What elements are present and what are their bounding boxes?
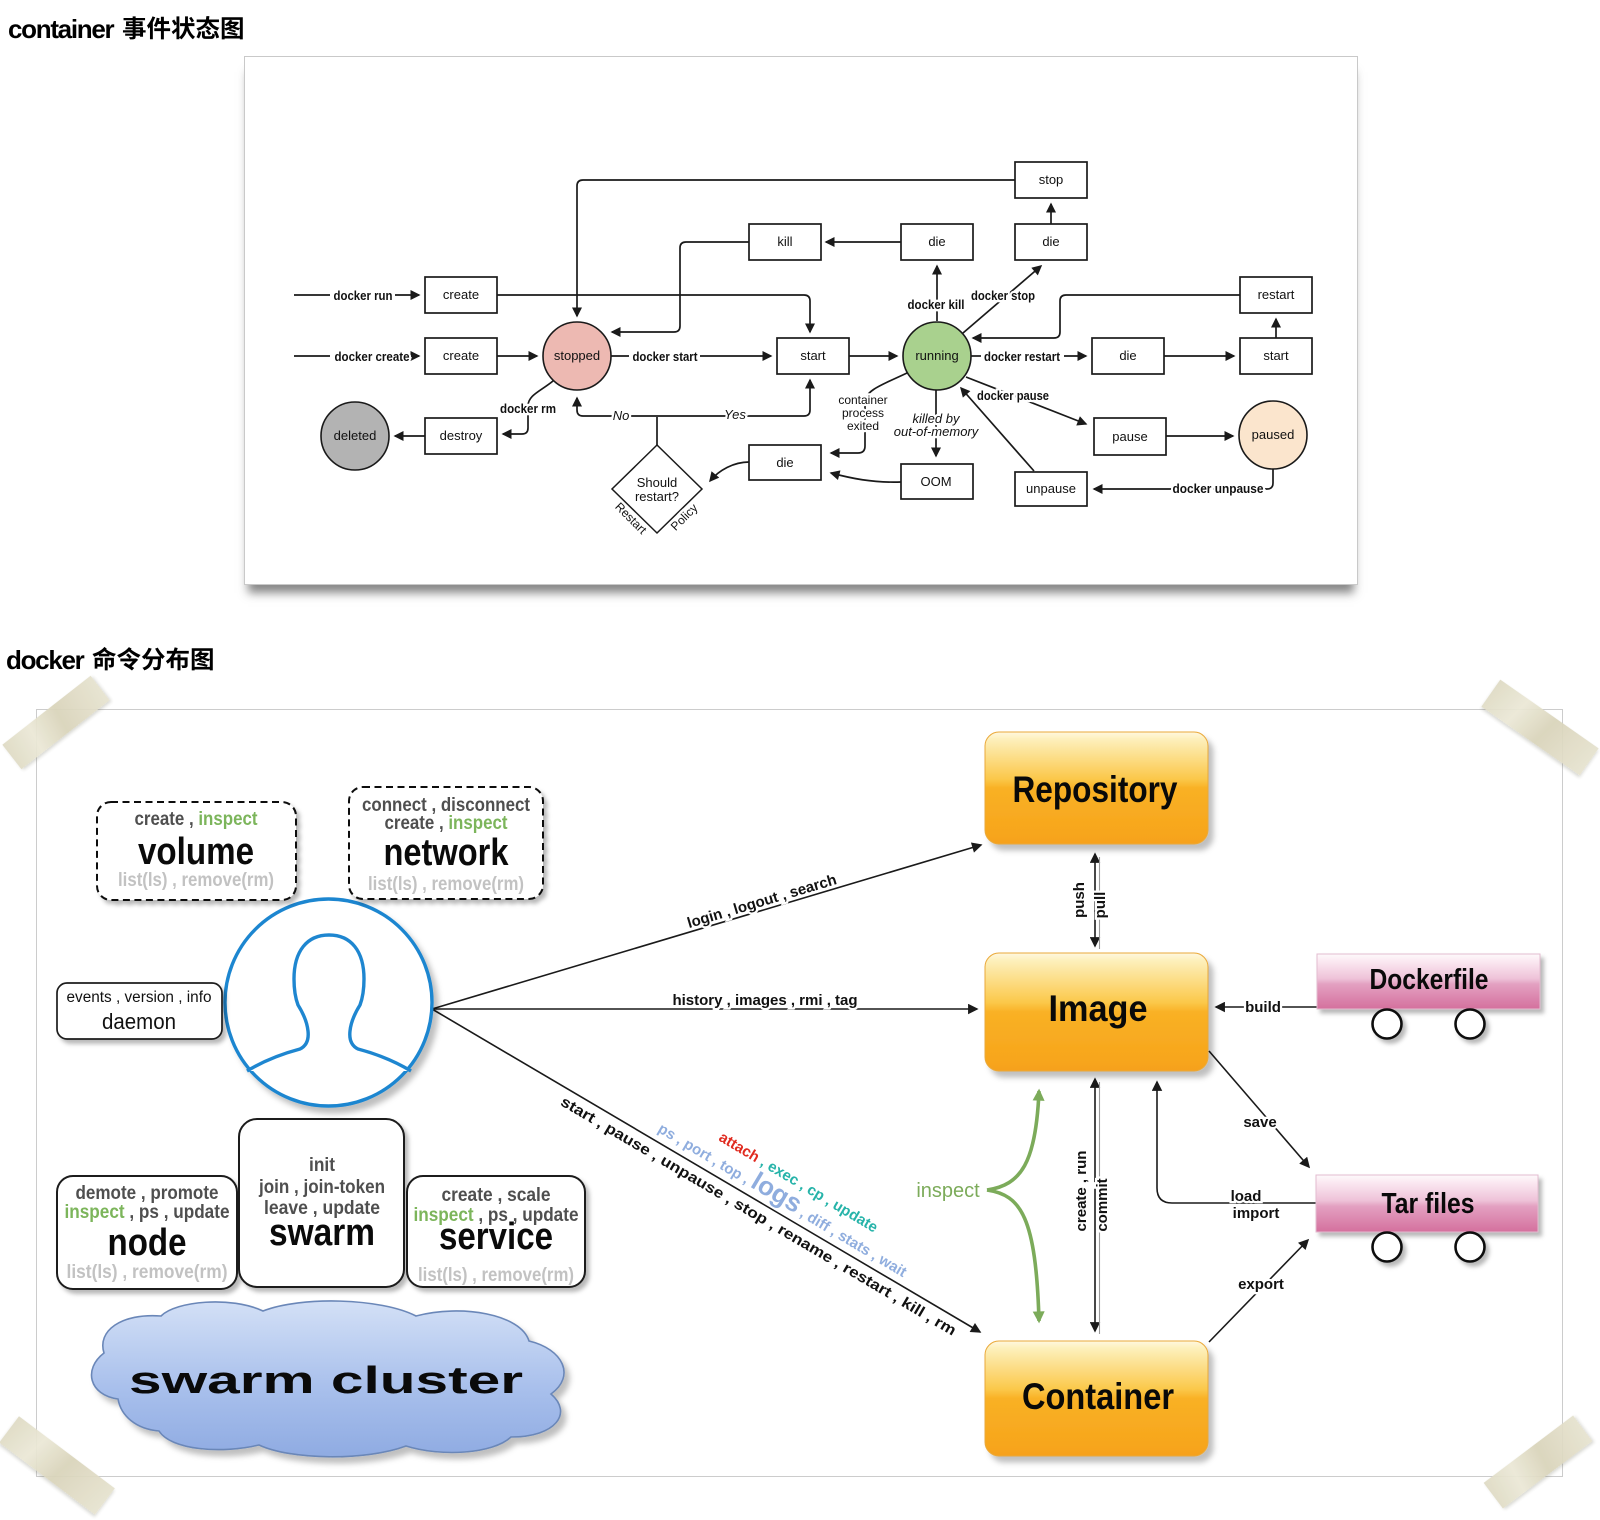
- svg-text:export: export: [1238, 1276, 1284, 1293]
- svg-text:docker unpause: docker unpause: [1173, 481, 1264, 496]
- svg-text:pause: pause: [1112, 429, 1147, 444]
- svg-text:kill: kill: [777, 234, 792, 249]
- svg-text:events , version , info: events , version , info: [67, 989, 212, 1006]
- svg-text:docker pause: docker pause: [977, 388, 1049, 403]
- svg-text:deleted: deleted: [334, 428, 377, 443]
- svg-text:save: save: [1243, 1114, 1276, 1131]
- svg-text:unpause: unpause: [1026, 481, 1076, 496]
- svg-text:list(ls) , remove(rm): list(ls) , remove(rm): [418, 1265, 574, 1286]
- svg-text:Repository: Repository: [1013, 769, 1178, 810]
- svg-text:create , inspect: create , inspect: [135, 809, 259, 830]
- svg-text:inspect: inspect: [916, 1180, 980, 1202]
- svg-text:stop: stop: [1039, 172, 1064, 187]
- svg-text:stopped: stopped: [554, 348, 600, 363]
- svg-text:create , run: create , run: [1073, 1151, 1090, 1232]
- svg-text:Image: Image: [1049, 988, 1148, 1029]
- svg-text:history , images , rmi , tag: history , images , rmi , tag: [672, 992, 857, 1009]
- svg-text:daemon: daemon: [102, 1009, 176, 1034]
- svg-text:start: start: [800, 348, 826, 363]
- svg-text:connect , disconnect: connect , disconnect: [362, 795, 531, 816]
- svg-text:node: node: [108, 1222, 187, 1264]
- svg-text:Tar files: Tar files: [1382, 1188, 1475, 1220]
- svg-text:build: build: [1245, 999, 1281, 1016]
- svg-text:OOM: OOM: [920, 474, 951, 489]
- svg-text:demote , promote: demote , promote: [76, 1183, 219, 1204]
- svg-text:restart?: restart?: [635, 489, 679, 504]
- svg-text:swarm: swarm: [269, 1212, 375, 1254]
- svg-text:running: running: [915, 348, 958, 363]
- svg-text:Container: Container: [1022, 1376, 1174, 1417]
- svg-text:login , logout , search: login , logout , search: [685, 871, 838, 932]
- svg-text:process: process: [842, 406, 884, 420]
- svg-text:Dockerfile: Dockerfile: [1370, 964, 1489, 996]
- svg-text:create: create: [443, 287, 479, 302]
- svg-text:exited: exited: [847, 419, 879, 433]
- svg-text:swarm cluster: swarm cluster: [129, 1360, 523, 1402]
- svg-text:load: load: [1231, 1188, 1262, 1205]
- svg-text:pull: pull: [1092, 892, 1109, 919]
- svg-text:out-of-memory: out-of-memory: [894, 424, 980, 439]
- svg-text:docker restart: docker restart: [984, 349, 1061, 364]
- svg-text:join , join-token: join , join-token: [258, 1177, 385, 1198]
- svg-text:docker kill: docker kill: [908, 297, 965, 312]
- svg-text:die: die: [1119, 348, 1136, 363]
- svg-text:push: push: [1071, 882, 1088, 918]
- svg-text:network: network: [384, 832, 510, 874]
- svg-text:restart: restart: [1258, 287, 1295, 302]
- svg-text:init: init: [309, 1155, 336, 1176]
- svg-text:die: die: [776, 455, 793, 470]
- svg-text:Yes: Yes: [724, 407, 746, 422]
- svg-text:paused: paused: [1252, 427, 1295, 442]
- svg-text:import: import: [1233, 1205, 1280, 1222]
- svg-text:list(ls) , remove(rm): list(ls) , remove(rm): [368, 874, 524, 895]
- svg-text:inspect , ps , update: inspect , ps , update: [65, 1202, 230, 1223]
- svg-text:list(ls) , remove(rm): list(ls) , remove(rm): [118, 870, 274, 891]
- svg-text:docker create: docker create: [335, 349, 410, 364]
- svg-text:create: create: [443, 348, 479, 363]
- svg-text:inspect , ps , update: inspect , ps , update: [414, 1205, 579, 1226]
- svg-text:volume: volume: [138, 831, 254, 873]
- svg-text:docker stop: docker stop: [971, 288, 1035, 303]
- svg-text:service: service: [439, 1216, 553, 1258]
- svg-text:start: start: [1263, 348, 1289, 363]
- svg-text:No: No: [613, 408, 630, 423]
- svg-text:create , scale: create , scale: [442, 1185, 551, 1206]
- svg-text:leave , update: leave , update: [264, 1198, 380, 1219]
- svg-text:list(ls) , remove(rm): list(ls) , remove(rm): [67, 1262, 228, 1283]
- svg-text:ps , port , top , logs , diff: ps , port , top , logs , diff , stats , …: [654, 1111, 915, 1283]
- svg-text:killed by: killed by: [913, 411, 961, 426]
- svg-text:docker run: docker run: [334, 288, 393, 303]
- svg-text:destroy: destroy: [440, 428, 483, 443]
- svg-text:Should: Should: [637, 475, 677, 490]
- svg-text:container: container: [838, 393, 887, 407]
- svg-text:die: die: [928, 234, 945, 249]
- svg-text:start , pause , unpause , stop: start , pause , unpause , stop , rename …: [557, 1093, 959, 1339]
- svg-text:docker start: docker start: [633, 349, 699, 364]
- svg-text:docker rm: docker rm: [500, 401, 556, 416]
- svg-text:commit: commit: [1094, 1178, 1111, 1231]
- svg-text:die: die: [1042, 234, 1059, 249]
- svg-text:create , inspect: create , inspect: [385, 813, 509, 834]
